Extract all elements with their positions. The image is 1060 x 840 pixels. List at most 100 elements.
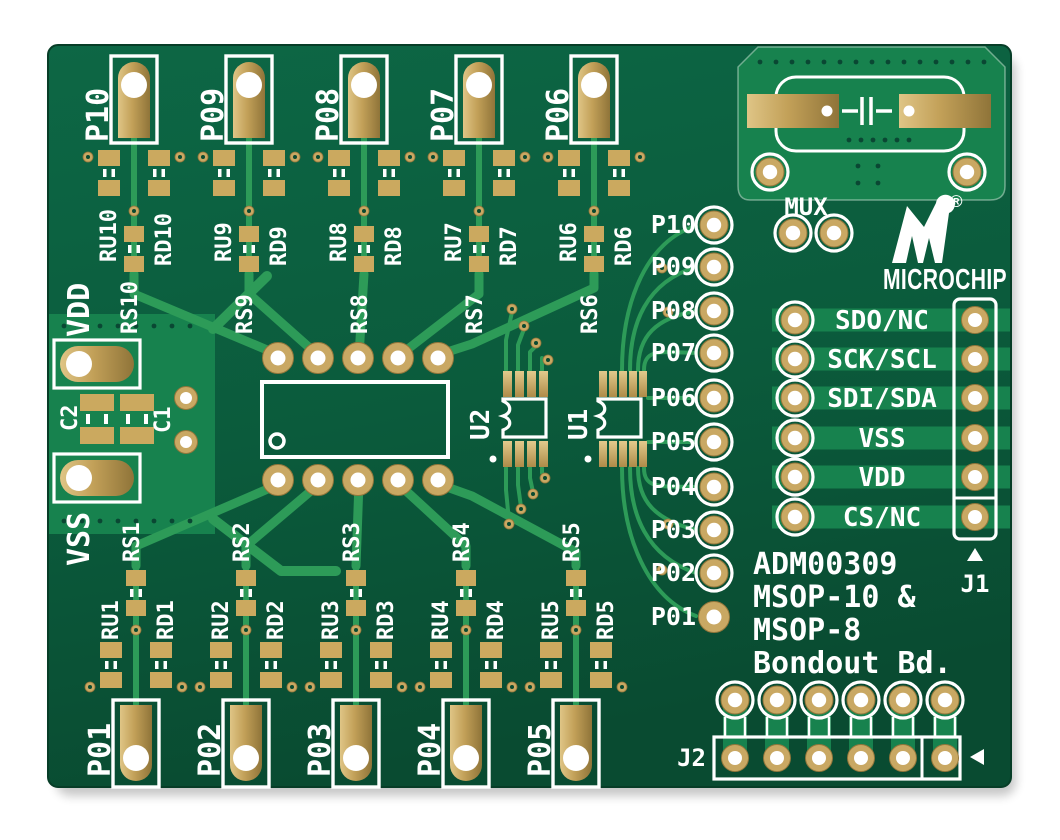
u2-pads [503, 371, 548, 467]
c1-label: C1 [151, 407, 176, 434]
probe-hole-label: P09 [651, 252, 696, 281]
probe-pad-label: P02 [193, 723, 228, 777]
probe-column-p06: P06 RU6 RD6 RS6 [541, 54, 645, 334]
probe-hole-label: P03 [651, 515, 696, 544]
probe-pad-label: P06 [541, 88, 576, 142]
rd-label: RD2 [264, 600, 289, 640]
signal-bar-4 [772, 426, 1010, 450]
vss-pad [52, 452, 142, 504]
rs-label: RS3 [340, 522, 365, 562]
crystal-footprint [747, 59, 991, 192]
probe-column-p05: P05 RU5 RD5 RS5 [523, 522, 627, 789]
rd-label: RD4 [484, 600, 509, 640]
ru-label: RU5 [539, 600, 564, 640]
probe-column-p08: P08 RU8 RD8 RS8 [311, 54, 415, 334]
board-title: ADM00309 MSOP-10 & MSOP-8 Bondout Bd. [753, 547, 952, 681]
microchip-logo: ® MICROCHIP [883, 192, 1007, 296]
rd-label: RD5 [594, 600, 619, 640]
probe-hole-label: P10 [651, 210, 696, 239]
probe-hole-label: P07 [651, 338, 696, 367]
mux-label: MUX [784, 193, 828, 221]
ru-label: RU7 [442, 222, 467, 262]
breakaway-perforations [757, 59, 987, 65]
u1-pads [599, 371, 647, 467]
probe-hole-label: P08 [651, 296, 696, 325]
pcb-board: VDD C2 C1 [47, 44, 1012, 789]
ru-label: RU8 [327, 222, 352, 262]
ru-label: RU10 [97, 209, 122, 262]
rd-label: RD10 [152, 213, 177, 266]
vdd-pad [52, 338, 142, 390]
msop8-footprint-u2: U2 [466, 303, 554, 530]
crystal-drill-left [821, 105, 833, 117]
probe-column-p10: P10 RU10 RD10 RS10 [81, 54, 185, 334]
signal-label: SDI/SDA [827, 384, 937, 414]
pin1-marker [268, 432, 286, 450]
rs-label: RS10 [118, 281, 143, 334]
probe-hole-label: P04 [651, 472, 696, 501]
capacitor-symbol-icon [842, 97, 892, 125]
j1-header: J1 [952, 297, 998, 598]
j2-outline [712, 735, 962, 781]
u1-label: U1 [564, 409, 594, 440]
rs-label: RS5 [560, 522, 585, 562]
title-line: MSOP-8 [753, 613, 861, 648]
crystal-hole-right [947, 152, 987, 192]
rs-label: RS2 [230, 522, 255, 562]
rd-label: RD9 [267, 226, 292, 266]
rs-label: RS4 [450, 522, 475, 562]
mux-pads: MUX [773, 193, 854, 253]
rd-label: RD8 [382, 226, 407, 266]
probe-pad-label: P09 [196, 88, 231, 142]
signal-label: SCK/SCL [827, 345, 937, 375]
probe-column-p04: P04 RU4 RD4 RS4 [413, 522, 517, 789]
u1-outline [592, 397, 643, 439]
j2-label: J2 [677, 744, 706, 772]
rd-label: RD7 [497, 226, 522, 266]
probe-pad-label: P08 [311, 88, 346, 142]
j1-arrow-icon [967, 548, 983, 561]
probe-column-p03: P03 RU3 RD3 RS3 [303, 522, 407, 789]
top-probe-columns: P10 RU10 RD10 RS10 P09 RU9 RD9 RS9 P08 R… [81, 54, 645, 334]
dip-footprint [260, 342, 454, 496]
signal-bar-6 [772, 505, 1010, 529]
power-via-hole [174, 430, 198, 454]
rs-label: RS7 [463, 294, 488, 334]
registered-mark: ® [950, 192, 963, 211]
signal-label: VDD [859, 463, 906, 493]
probe-header-column: P10 P09 P08 P07 P06 P05 P04 P03 P02 P01 [651, 205, 734, 633]
j2-arrow-icon [970, 749, 984, 765]
c1-footprint [120, 394, 154, 444]
probe-hole-label: P01 [651, 602, 696, 631]
rs-label: RS8 [348, 294, 373, 334]
signal-bar-2 [772, 347, 1010, 371]
crystal-drill-right [903, 105, 915, 117]
probe-column-p02: P02 RU2 RD2 RS2 [193, 522, 297, 789]
microchip-wordmark: MICROCHIP [883, 264, 1007, 296]
probe-pad-label: P07 [426, 88, 461, 142]
vdd-label: VDD [62, 283, 97, 337]
probe-column-p07: P07 RU7 RD7 RS7 [426, 54, 530, 334]
u1-pin1-dot [584, 455, 592, 463]
probe-pad-label: P01 [83, 723, 118, 777]
signal-label: SDO/NC [835, 306, 929, 336]
rs-label: RS6 [578, 294, 603, 334]
probe-column-p01: P01 RU1 RD1 RS1 [83, 522, 187, 789]
probe-hole-label: P05 [651, 427, 696, 456]
ru-label: RU3 [319, 600, 344, 640]
u2-outline [497, 397, 548, 439]
ru-label: RU2 [209, 600, 234, 640]
title-line: MSOP-10 & [753, 580, 916, 615]
msop10-footprint-u1: U1 [564, 262, 674, 576]
crystal-hole-left [750, 152, 790, 192]
dip-outline [260, 380, 450, 459]
part-number: ADM00309 [753, 547, 898, 582]
title-line: Bondout Bd. [753, 646, 952, 681]
board-substrate [47, 44, 1012, 788]
rs-label: RS1 [120, 522, 145, 562]
ru-label: RU4 [429, 600, 454, 640]
ru-label: RU9 [212, 222, 237, 262]
bottom-probe-columns: P01 RU1 RD1 RS1 P02 RU2 RD2 RS2 P03 RU3 … [83, 522, 627, 789]
c2-label: C2 [58, 405, 83, 432]
